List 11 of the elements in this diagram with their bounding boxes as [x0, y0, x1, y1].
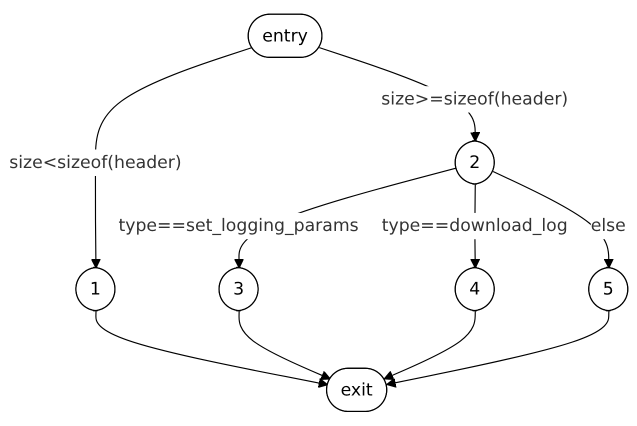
- edge-label: type==download_log: [382, 215, 568, 236]
- arrow: [238, 311, 331, 380]
- arrow: [384, 311, 476, 380]
- arrow: [90, 47, 252, 269]
- arrow: [386, 311, 610, 388]
- arrow: [492, 171, 614, 269]
- edge-label: else: [590, 215, 626, 236]
- arrow: [95, 311, 328, 388]
- edge-label: type==set_logging_params: [118, 215, 359, 236]
- edge-label: size>=sizeof(header): [381, 88, 568, 110]
- edge-label: size<sizeof(header): [9, 152, 182, 173]
